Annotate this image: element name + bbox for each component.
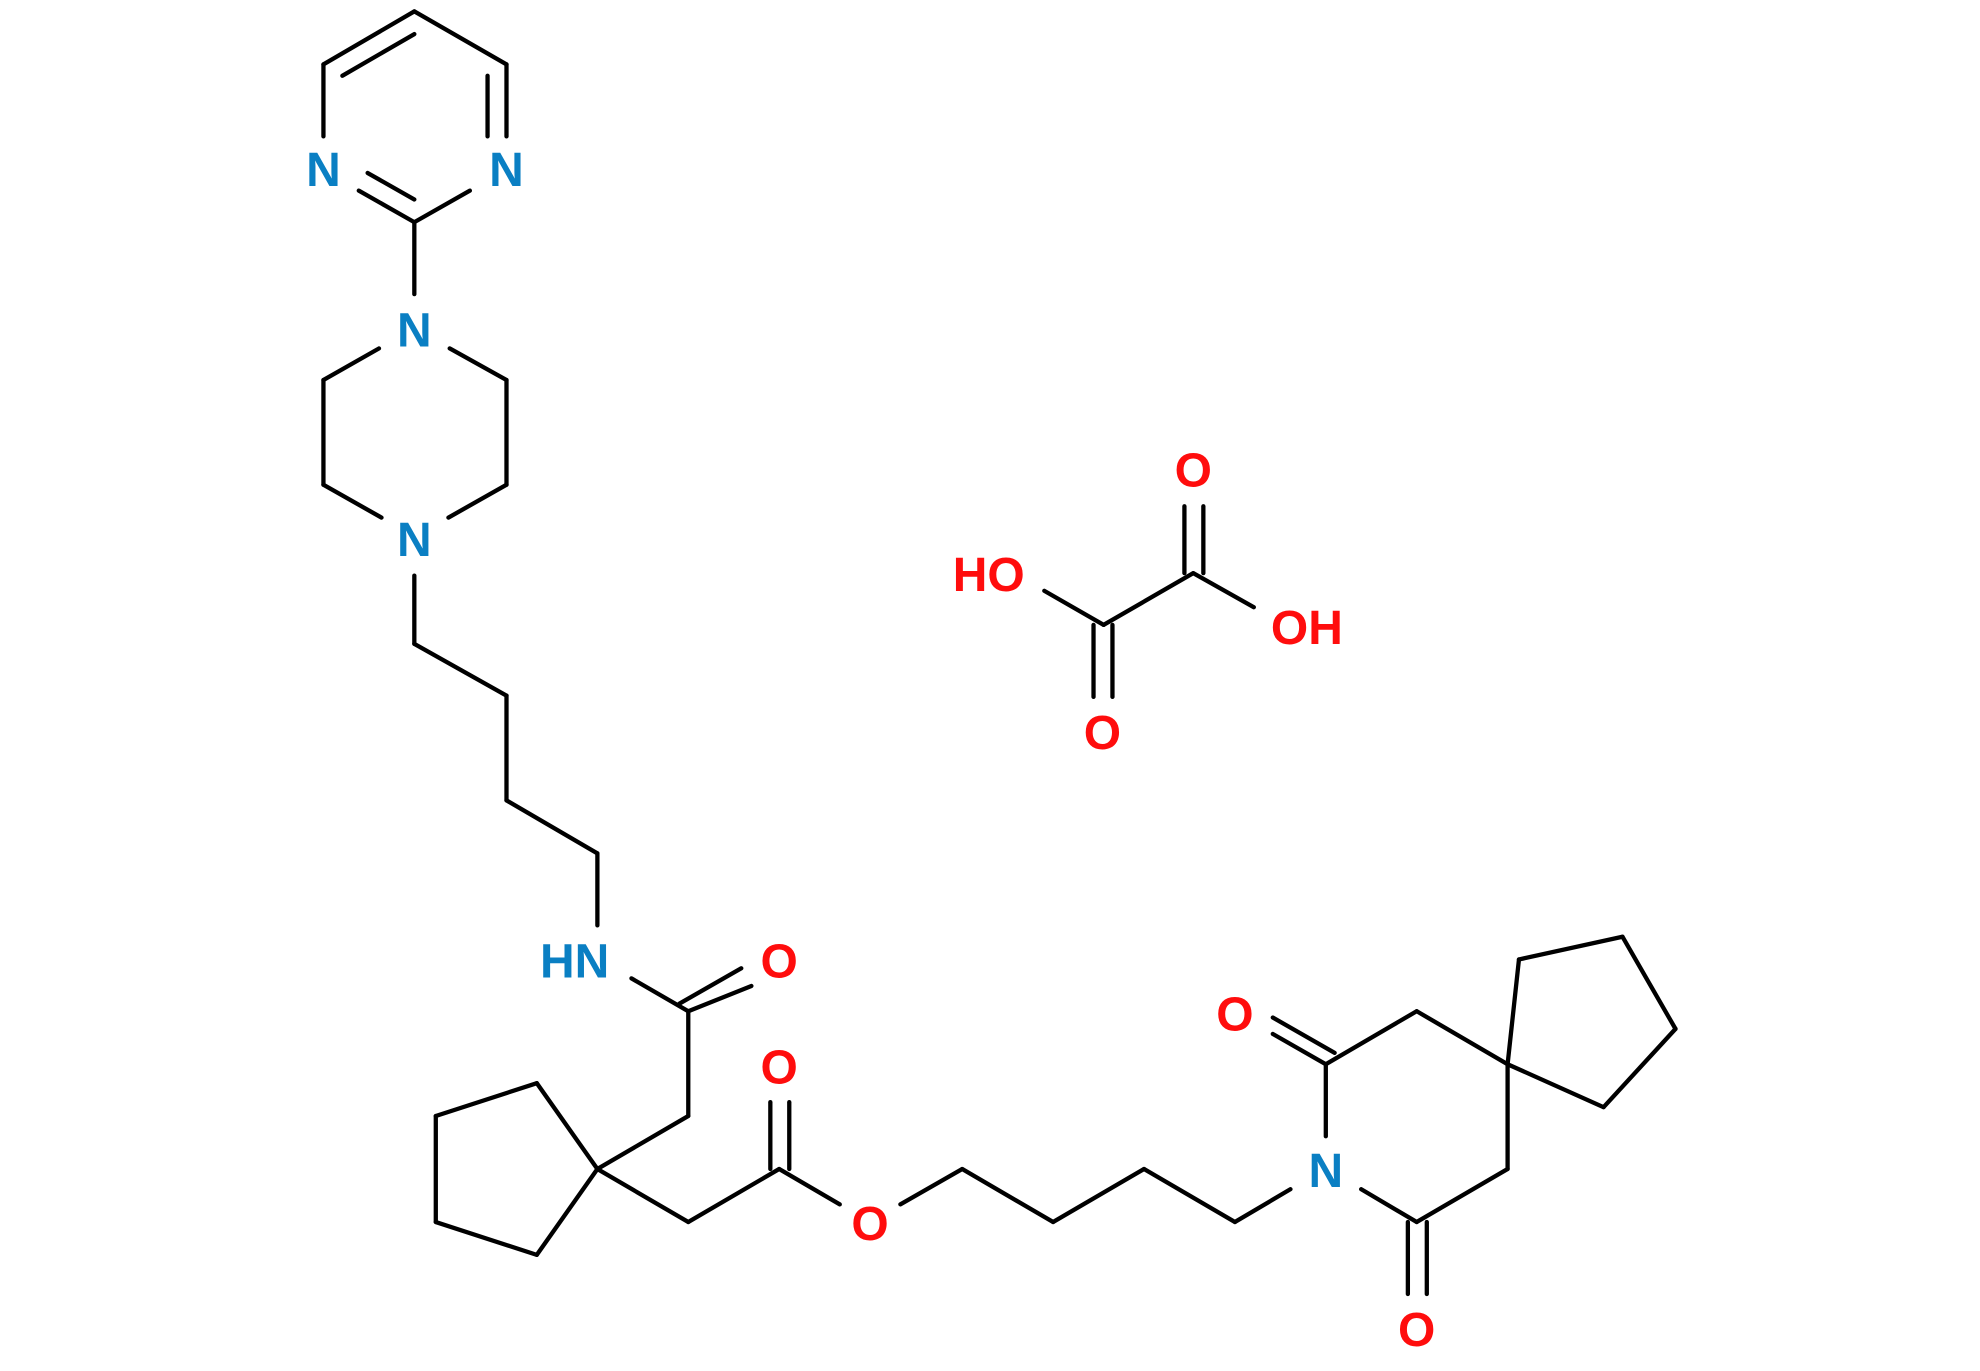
- atom-o: O: [761, 1042, 798, 1095]
- atom-n: N: [1308, 1145, 1343, 1198]
- atom-o: O: [1084, 707, 1121, 760]
- atom-o: O: [1216, 988, 1253, 1041]
- atom-nh: HN: [540, 935, 609, 988]
- atom-n: N: [397, 304, 432, 357]
- atom-o: O: [851, 1198, 888, 1251]
- atom-oh: OH: [1271, 602, 1343, 655]
- atom-n: N: [306, 144, 341, 197]
- atom-o: O: [761, 935, 798, 988]
- atom-o: O: [1398, 1304, 1435, 1357]
- atom-ho: HO: [953, 549, 1025, 602]
- atom-o: O: [1175, 444, 1212, 497]
- atom-n: N: [397, 514, 432, 567]
- atom-n: N: [489, 144, 524, 197]
- bonds: [321, 9, 1678, 1297]
- atom-labels: N N N N HN O O O N O O HO O O OH: [306, 144, 1435, 1357]
